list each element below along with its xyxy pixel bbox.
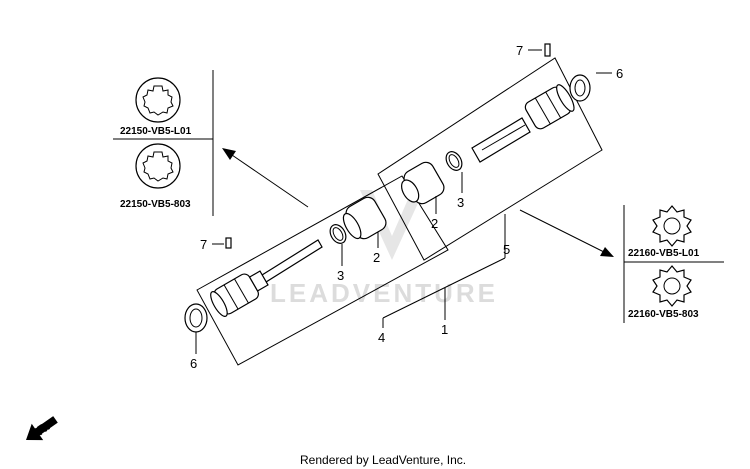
right-shaft-assembly: [401, 43, 591, 205]
front-direction-indicator: FR.: [26, 416, 58, 442]
callout-2: 2: [431, 216, 438, 231]
leader-lines: [195, 49, 612, 354]
callout-numbers: 6 7 2 3 2 3 7 6 5 4 1: [190, 43, 623, 371]
part-number-label: 22150-VB5-803: [120, 199, 191, 210]
callout-6: 6: [616, 66, 623, 81]
inset-right: 22160-VB5-L01 22160-VB5-803: [623, 205, 724, 323]
pointer-arrows: [222, 148, 614, 257]
footer-credit: Rendered by LeadVenture, Inc.: [300, 453, 466, 467]
callout-6: 6: [190, 356, 197, 371]
part-number-label: 22160-VB5-L01: [628, 248, 700, 259]
callout-7: 7: [200, 237, 207, 252]
left-shaft-assembly: [184, 196, 387, 333]
callout-4: 4: [378, 330, 385, 345]
callout-7: 7: [516, 43, 523, 58]
watermark-text: LEADVENTURE: [270, 278, 498, 308]
callout-1: 1: [441, 322, 448, 337]
spline-gear-icon: [135, 77, 181, 123]
inset-left: 22150-VB5-L01 22150-VB5-803: [113, 70, 214, 216]
arrow-icon: [26, 416, 58, 441]
assembly-outline: [196, 57, 603, 366]
spline-gear-icon: [135, 143, 181, 189]
callout-3: 3: [337, 268, 344, 283]
callout-5: 5: [503, 242, 510, 257]
part-number-label: 22150-VB5-L01: [120, 126, 192, 137]
callout-3: 3: [457, 195, 464, 210]
part-number-label: 22160-VB5-803: [628, 309, 699, 320]
toothed-washer-icon: [652, 205, 692, 247]
callout-2: 2: [373, 250, 380, 265]
toothed-washer-icon: [652, 265, 692, 307]
